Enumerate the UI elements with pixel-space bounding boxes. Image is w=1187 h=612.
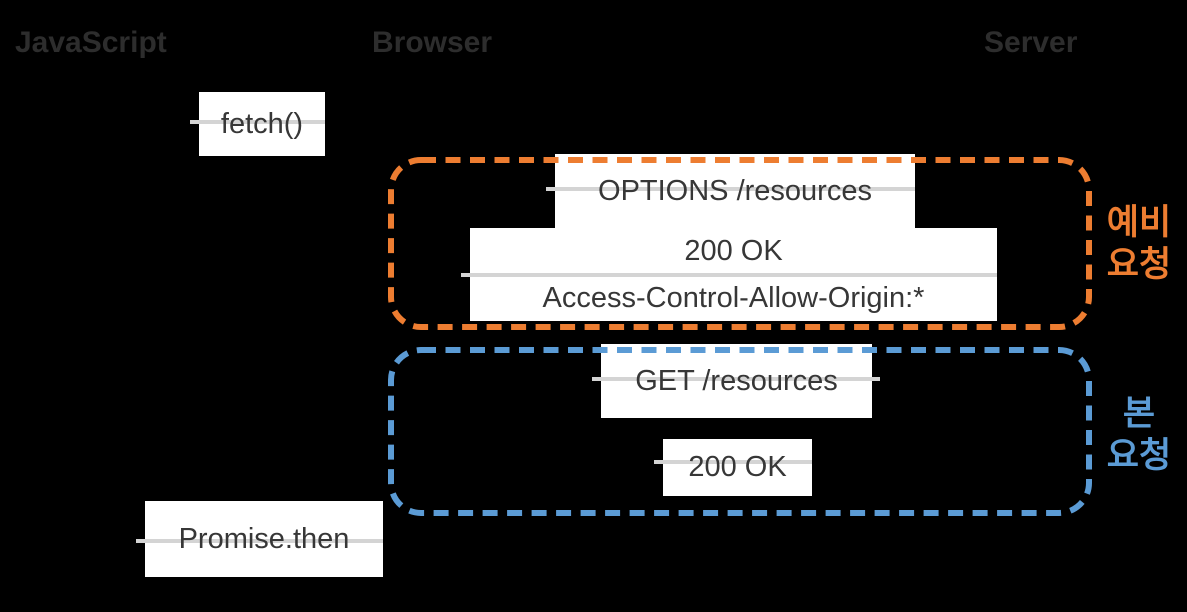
- message-text-header: Access-Control-Allow-Origin:*: [542, 281, 925, 314]
- message-box-preflight-response: 200 OK Access-Control-Allow-Origin:*: [461, 228, 997, 321]
- message-text: GET /resources: [635, 364, 838, 397]
- preflight-group-label: 예비 요청: [1094, 202, 1184, 286]
- arrow-line: [190, 120, 325, 125]
- main-group-label: 본 요청: [1094, 393, 1184, 477]
- message-box-main-request: GET /resources: [592, 344, 880, 418]
- column-label-browser: Browser: [372, 26, 493, 59]
- main-label-line2: 요청: [1106, 436, 1172, 475]
- main-label-line1: 본: [1122, 394, 1156, 433]
- message-text: Promise.then: [178, 522, 350, 555]
- column-label-server: Server: [984, 26, 1078, 59]
- message-text-status: 200 OK: [684, 235, 783, 268]
- message-box-preflight-request: OPTIONS /resources: [546, 154, 915, 228]
- preflight-label-line1: 예비: [1106, 203, 1172, 242]
- arrow-line: [136, 539, 383, 544]
- preflight-label-line2: 요청: [1106, 245, 1172, 284]
- message-box-fetch-call: fetch(): [190, 92, 325, 156]
- column-label-javascript: JavaScript: [15, 26, 167, 59]
- message-box-promise-callback: Promise.then: [136, 501, 383, 577]
- message-text: OPTIONS /resources: [598, 174, 872, 207]
- message-box-main-response: 200 OK: [654, 439, 812, 496]
- message-text: 200 OK: [688, 451, 787, 483]
- message-text: fetch(): [220, 107, 304, 140]
